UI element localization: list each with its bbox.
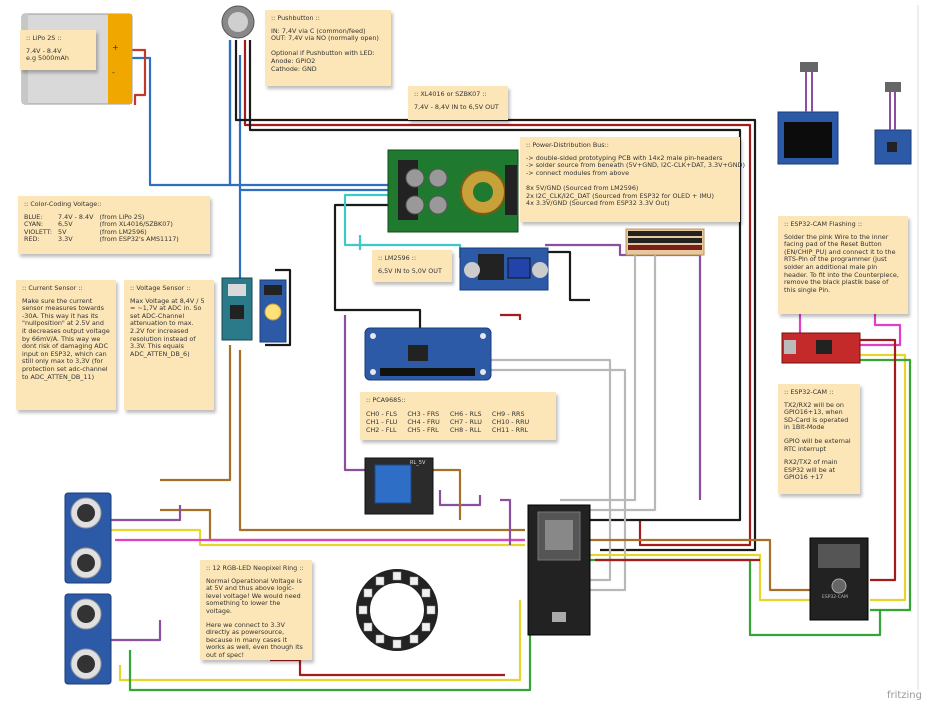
note-title: :: XL4016 or SZBK07 :: [414, 90, 487, 98]
note-current-sensor: :: Current Sensor :: Make sure the curre… [16, 280, 116, 410]
cell: CH3 - FRS [407, 409, 440, 418]
cell: CH10 - RRU [491, 417, 530, 426]
note-title: :: Pushbutton :: [271, 14, 320, 22]
cell: BLUE: [24, 212, 43, 221]
note-line: 8x 5V/GND (Sourced from LM2596) [526, 183, 639, 192]
note-title: :: Power-Distribution Bus:: [526, 141, 609, 149]
cell: CH6 - RLS [449, 409, 482, 418]
ultrasonic-sensor-2 [64, 593, 112, 685]
note-neopixel: :: 12 RGB-LED Neopixel Ring :: Normal Op… [200, 560, 312, 660]
note-pca9685: :: PCA9685:: CH0 - FLS CH3 - FRS CH6 - RLS… [360, 392, 556, 440]
wires [110, 40, 912, 692]
note-lipo: :: LiPo 2S :: 7.4V - 8.4V e.g 5000mAh [20, 30, 96, 70]
cell: (from XL4016/SZBK07) [99, 220, 173, 229]
note-esp32cam: :: ESP32-CAM :: TX2/RX2 will be on GPIO1… [778, 384, 860, 494]
note-power-bus: :: Power-Distribution Bus:: -> double-si… [520, 137, 745, 222]
note-line: 7.4V - 8.4V [26, 46, 62, 55]
note-color-coding: :: Color-Coding Voltage:: BLUE: 7.4V - 8.… [18, 196, 210, 254]
cell: CH0 - FLS [366, 409, 397, 418]
note-pushbutton: :: Pushbutton :: IN: 7,4V via C (common/… [265, 10, 391, 86]
xl4016-module [387, 149, 519, 233]
ultrasonic-sensor-1 [64, 492, 112, 584]
pca9685-channel-table: CH0 - FLS CH3 - FRS CH6 - RLS CH9 - RRS CH1… [366, 410, 539, 434]
relay-label: RL_5V [410, 460, 426, 466]
note-title: :: PCA9685:: [366, 396, 406, 404]
note-text: Make sure the current sensor measures to… [22, 296, 110, 381]
note-line: Anode: GPIO2 [271, 56, 316, 65]
note-title: :: LiPo 2S :: [26, 34, 62, 42]
cell: VIOLETT: [24, 227, 53, 236]
cell: 3.3V [58, 235, 73, 244]
note-title: :: Current Sensor :: [22, 284, 83, 292]
neopixel-ring [356, 569, 438, 651]
note-text: Normal Operational Voltage is at 5V and … [206, 576, 302, 615]
note-text: Max Voltage at 8,4V / 5 = ~1,7V at ADC i… [130, 296, 205, 358]
color-coding-table: BLUE: 7.4V - 8.4V (from LiPo 2S) CYAN: 6,5V… [24, 212, 185, 244]
note-line: Optional if Pushbutton with LED: [271, 49, 375, 58]
voltage-sensor [259, 279, 287, 343]
note-title: :: ESP32-CAM Flashing :: [784, 220, 863, 228]
note-line: IN: 7,4V via C (common/feed) [271, 26, 366, 35]
cell: CH7 - RLU [449, 417, 482, 426]
cell: CH4 - FRU [407, 417, 440, 426]
note-line: 2x I2C_CLK/I2C_DAT (Sourced from ESP32 f… [526, 191, 714, 200]
note-title: :: LM2596 :: [378, 254, 417, 262]
note-line: 4x 3.3V/GND (Sourced from ESP32 3.3V Out… [526, 199, 670, 208]
cell: (from LiPo 2S) [99, 212, 145, 221]
svg-text:-: - [112, 68, 115, 77]
note-text: Solder the pink Wire to the inner facing… [784, 232, 899, 294]
pushbutton [221, 5, 255, 39]
note-title: :: ESP32-CAM :: [784, 388, 834, 396]
cell: 6,5V [58, 220, 73, 229]
note-text: Here we connect to 3.3V directly as powe… [206, 620, 303, 659]
fritzing-watermark: fritzing [886, 690, 922, 701]
current-sensor [221, 277, 253, 341]
imu-module [874, 82, 912, 165]
cell: (from ESP32's AMS1117) [99, 235, 179, 244]
esp32cam-board-label: ESP32-CAM [822, 594, 848, 600]
note-line: -> double-sided prototyping PCB with 14x… [526, 153, 723, 162]
note-title: :: Color-Coding Voltage:: [24, 200, 102, 208]
lm2596-module [459, 247, 549, 291]
pca9685-board [364, 327, 492, 381]
note-text: GPIO will be external RTC interrupt [784, 436, 851, 453]
note-line: e.g 5000mAh [26, 54, 69, 63]
cell: CH2 - FLL [366, 425, 397, 434]
note-voltage-sensor: :: Voltage Sensor :: Max Voltage at 8,4V… [124, 280, 214, 410]
cell: 7.4V - 8.4V [58, 212, 94, 221]
note-line: Cathode: GND [271, 64, 317, 73]
esp32-cam-board: ESP32-CAM [809, 537, 869, 621]
note-line: 7,4V - 8,4V IN to 6,5V OUT [414, 102, 499, 111]
oled-display [777, 62, 839, 165]
cell: CH1 - FLU [366, 417, 398, 426]
cell: (from LM2596) [99, 227, 147, 236]
esp32-board [527, 504, 591, 636]
note-xl4016: :: XL4016 or SZBK07 :: 7,4V - 8,4V IN to… [408, 86, 508, 120]
svg-text:+: + [112, 43, 119, 52]
note-line: OUT: 7,4V via NO (normally open) [271, 34, 379, 43]
note-text: RX2/TX2 of main ESP32 will be at GPIO16 … [784, 458, 838, 482]
note-esp32cam-flashing: :: ESP32-CAM Flashing :: Solder the pink… [778, 216, 908, 314]
cell: 5V [58, 227, 67, 236]
note-title: :: 12 RGB-LED Neopixel Ring :: [206, 564, 304, 572]
cell: CH11 - RRL [491, 425, 529, 434]
note-text: TX2/RX2 will be on GPIO16+13, when SD-Ca… [784, 400, 849, 432]
cell: CH5 - FRL [407, 425, 439, 434]
ftdi-programmer [781, 332, 861, 364]
cell: CH8 - RLL [449, 425, 482, 434]
cell: CYAN: [24, 220, 44, 229]
note-line: -> solder source from beneath (5V+GND, I… [526, 161, 745, 170]
cell: RED: [24, 235, 40, 244]
note-line: -> connect modules from above [526, 168, 630, 177]
power-distribution-bus [625, 228, 705, 256]
note-title: :: Voltage Sensor :: [130, 284, 191, 292]
note-lm2596: :: LM2596 :: 6,5V IN to 5,0V OUT [372, 250, 452, 282]
relay-module: RL_5V [364, 457, 434, 515]
note-line: 6,5V IN to 5,0V OUT [378, 266, 442, 275]
cell: CH9 - RRS [491, 409, 525, 418]
